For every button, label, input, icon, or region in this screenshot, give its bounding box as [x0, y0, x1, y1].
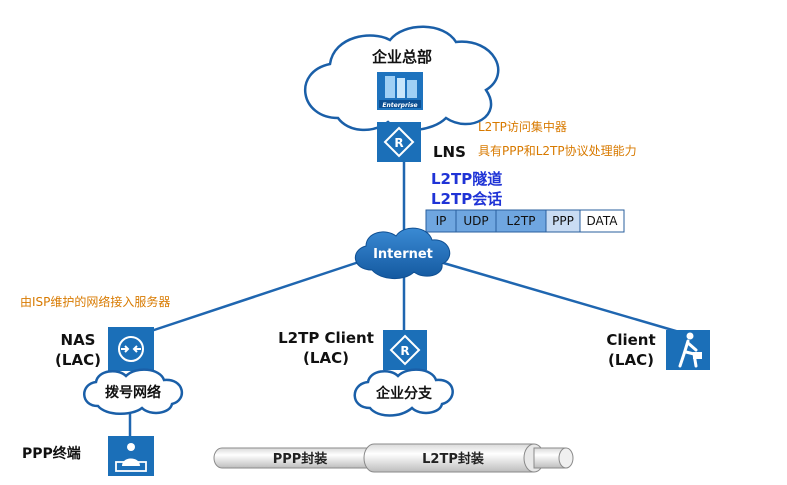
- nas-name: NAS: [61, 331, 96, 349]
- packet-stack: IP UDP L2TP PPP DATA: [425, 209, 625, 233]
- router-icon: R: [383, 126, 415, 158]
- link-internet-nas: [141, 258, 366, 336]
- packet-field-udp-label: UDP: [463, 214, 488, 228]
- packet-field-ip-label: IP: [436, 214, 447, 228]
- branch-network-cloud: 企业分支: [353, 368, 454, 417]
- mobile-user-icon: [678, 332, 702, 368]
- ppp-terminal-device: [108, 436, 154, 476]
- router-icon: R: [389, 334, 421, 366]
- lns-label: LNS: [433, 143, 466, 161]
- l2tp-client-role: (LAC): [303, 349, 349, 367]
- lns-router: R: [377, 122, 421, 162]
- session-label: L2TP会话: [431, 190, 502, 208]
- client-device: [666, 330, 710, 370]
- packet-field-ppp-label: PPP: [552, 214, 574, 228]
- network-links: [128, 162, 687, 436]
- enterprise-badge-text: Enterprise: [382, 102, 417, 109]
- headquarters-label: 企业总部: [371, 48, 432, 66]
- client-role: (LAC): [608, 351, 654, 369]
- headquarters-cloud: 企业总部 Enterprise: [304, 25, 500, 132]
- internet-label: Internet: [373, 247, 433, 262]
- nas-device: [108, 327, 154, 371]
- nas-role: (LAC): [55, 351, 101, 369]
- lns-note-line2: 具有PPP和L2TP协议处理能力: [478, 143, 637, 158]
- branch-network-label: 企业分支: [375, 385, 433, 402]
- ppp-encapsulation-tube: [213, 447, 383, 469]
- encapsulation-tubes: PPP封装 L2TP封装: [213, 443, 574, 473]
- l2tp-encapsulation-tube: [363, 443, 535, 473]
- internet-cloud: Internet: [355, 227, 451, 279]
- link-internet-client: [439, 260, 687, 336]
- nas-note: 由ISP维护的网络接入服务器: [20, 294, 170, 309]
- packet-field-data-label: DATA: [587, 214, 619, 228]
- l2tp-client-router: R: [383, 330, 427, 370]
- client-name: Client: [606, 331, 655, 349]
- packet-field-data: [579, 209, 625, 233]
- ppp-encapsulation-label: PPP封装: [273, 451, 328, 467]
- packet-field-l2tp-label: L2TP: [507, 214, 536, 228]
- l2tp-encapsulation-label: L2TP封装: [422, 451, 484, 467]
- ppp-terminal-label: PPP终端: [22, 445, 81, 462]
- l2tp-client-name: L2TP Client: [278, 329, 374, 347]
- pc-user-icon: [115, 443, 147, 472]
- enterprise-building-icon: Enterprise: [377, 72, 423, 110]
- dialup-network-label: 拨号网络: [105, 384, 161, 401]
- svg-text:R: R: [394, 136, 403, 150]
- dialup-network-cloud: 拨号网络: [83, 368, 184, 415]
- access-server-icon: [118, 336, 144, 362]
- tunnel-label: L2TP隧道: [431, 170, 502, 188]
- svg-text:R: R: [400, 344, 409, 358]
- lns-note-line1: L2TP访问集中器: [478, 119, 567, 134]
